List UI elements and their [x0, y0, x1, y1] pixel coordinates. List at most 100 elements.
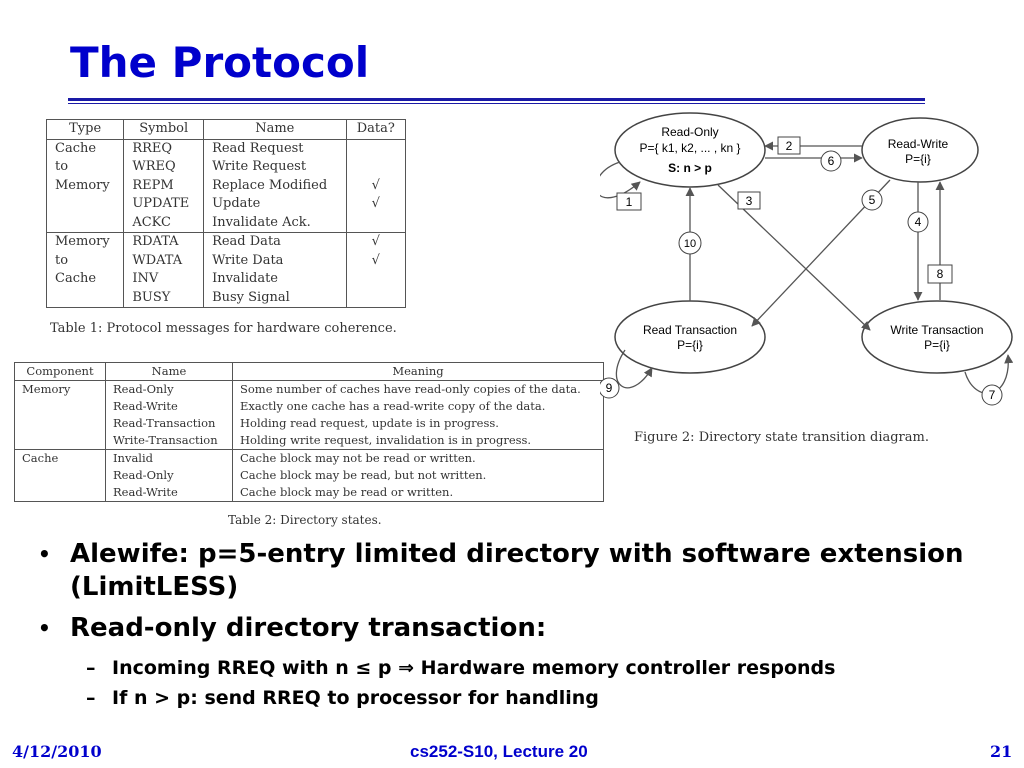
state-read-write-set: P={i}	[905, 152, 931, 166]
table1-data: √	[345, 251, 407, 270]
table2-component	[14, 484, 106, 502]
table1-data: √	[345, 176, 407, 195]
table1-symbol: BUSY	[123, 288, 204, 308]
transition-label-circle	[678, 231, 702, 255]
table1-type	[45, 213, 124, 233]
state-read-transaction-set: P={i}	[677, 338, 703, 352]
state-write-transaction-title: Write Transaction	[890, 323, 983, 337]
table1-type: Memory	[45, 232, 124, 252]
table1-type: to	[45, 251, 124, 270]
transition-label-box	[737, 191, 761, 210]
table1-data	[345, 139, 407, 158]
table1-symbol: ACKC	[123, 213, 204, 233]
transition-label-10: 10	[684, 238, 696, 250]
transition-label-4: 4	[915, 215, 922, 229]
transition-label-box	[927, 264, 953, 284]
table1-name: Replace Modified	[203, 176, 347, 195]
transition-label-box	[777, 136, 801, 155]
transition-label-circle	[981, 384, 1003, 406]
footer-course: cs252-S10, Lecture 20	[410, 742, 588, 761]
table1-symbol: WDATA	[123, 251, 204, 270]
state-read-only-set: P={ k1, k2, ... , kn }	[639, 141, 740, 155]
sub-bullet-dash-icon: –	[86, 657, 96, 679]
table2-component	[14, 432, 106, 450]
state-write-transaction-set: P={i}	[924, 338, 950, 352]
table1-name: Write Request	[203, 158, 347, 177]
transition-label-2: 2	[786, 139, 793, 153]
table1-data	[345, 158, 407, 177]
table1-data	[345, 288, 407, 308]
transition-label-6: 6	[828, 154, 835, 168]
table2-name: Invalid	[105, 449, 233, 467]
table1-header: Data?	[345, 119, 407, 140]
table1-name: Read Data	[203, 232, 347, 252]
sub-bullet-dash-icon: –	[86, 687, 96, 709]
table2-meaning: Cache block may be read, but not written…	[232, 467, 604, 484]
table1-type: Memory	[45, 176, 124, 195]
state-read-only-cond: S: n > p	[668, 161, 712, 175]
table1-data: √	[345, 232, 407, 252]
sub-bullet-text: If n > p: send RREQ to processor for han…	[112, 687, 599, 709]
table1-name: Write Data	[203, 251, 347, 270]
sub-bullet-item: – Incoming RREQ with n ≤ p ⇒ Hardware me…	[30, 653, 990, 683]
transition-label-5: 5	[869, 193, 876, 207]
table2-name: Read-Only	[105, 380, 233, 398]
table1-data: √	[345, 195, 407, 214]
bullet-dot-icon: •	[38, 616, 51, 640]
table1-type	[45, 288, 124, 308]
table1-name: Busy Signal	[203, 288, 347, 308]
table1-symbol: INV	[123, 270, 204, 289]
table2-component	[14, 398, 106, 415]
table2-name: Read-Write	[105, 484, 233, 502]
table2-name: Write-Transaction	[105, 432, 233, 450]
table1-type: to	[45, 158, 124, 177]
sub-bullet-item: – If n > p: send RREQ to processor for h…	[30, 683, 990, 713]
bullet-list: • Alewife: p=5-entry limited directory w…	[30, 538, 990, 713]
table1-symbol: RDATA	[123, 232, 204, 252]
table2-component: Memory	[14, 380, 106, 398]
state-read-transaction-title: Read Transaction	[643, 323, 737, 337]
table2-component	[14, 467, 106, 484]
table1-data	[345, 213, 407, 233]
bullet-text: Alewife: p=5-entry limited directory wit…	[70, 539, 964, 602]
transition-label-7: 7	[989, 388, 996, 402]
diagram-caption: Figure 2: Directory state transition dia…	[634, 430, 929, 445]
table2-name: Read-Only	[105, 467, 233, 484]
transition-label-circle	[861, 189, 883, 211]
table2-meaning: Holding write request, invalidation is i…	[232, 432, 604, 450]
table2-meaning: Exactly one cache has a read-write copy …	[232, 398, 604, 415]
table1-symbol: REPM	[123, 176, 204, 195]
slide-title: The Protocol	[70, 38, 370, 87]
table1-symbol: UPDATE	[123, 195, 204, 214]
state-transition-diagram: Read-Only P={ k1, k2, ... , kn } S: n > …	[600, 112, 1014, 406]
table2-meaning: Cache block may not be read or written.	[232, 449, 604, 467]
protocol-messages-table: Type Symbol Name Data? Cache RREQ Read R…	[45, 119, 407, 308]
transition-9-loop	[615, 349, 653, 389]
table1-type: Cache	[45, 270, 124, 289]
bullet-text: Read-only directory transaction:	[70, 613, 547, 643]
table2-component: Cache	[14, 449, 106, 467]
table2-header: Name	[105, 362, 233, 381]
table2-header: Component	[14, 362, 106, 381]
table1-name: Invalidate	[203, 270, 347, 289]
state-read-write	[861, 117, 979, 183]
table1-name: Invalidate Ack.	[203, 213, 347, 233]
footer-date: 4/12/2010	[12, 742, 102, 761]
transition-label-circle	[820, 150, 842, 172]
table2-name: Read-Transaction	[105, 415, 233, 432]
transition-label-8: 8	[937, 267, 944, 281]
directory-states-table: Component Name Meaning Memory Read-Only …	[14, 362, 604, 502]
table1-caption: Table 1: Protocol messages for hardware …	[50, 321, 397, 336]
table1-name: Read Request	[203, 139, 347, 158]
state-write-transaction	[861, 300, 1013, 374]
table2-caption: Table 2: Directory states.	[228, 513, 382, 527]
transition-label-3: 3	[746, 194, 753, 208]
table2-meaning: Holding read request, update is in progr…	[232, 415, 604, 432]
transition-label-circle	[600, 377, 620, 399]
bullet-item: • Read-only directory transaction:	[30, 612, 990, 645]
transition-label-9: 9	[606, 381, 613, 395]
title-rule	[68, 98, 925, 101]
table2-meaning: Some number of caches have read-only cop…	[232, 380, 604, 398]
table2-meaning: Cache block may be read or written.	[232, 484, 604, 502]
table1-symbol: WREQ	[123, 158, 204, 177]
